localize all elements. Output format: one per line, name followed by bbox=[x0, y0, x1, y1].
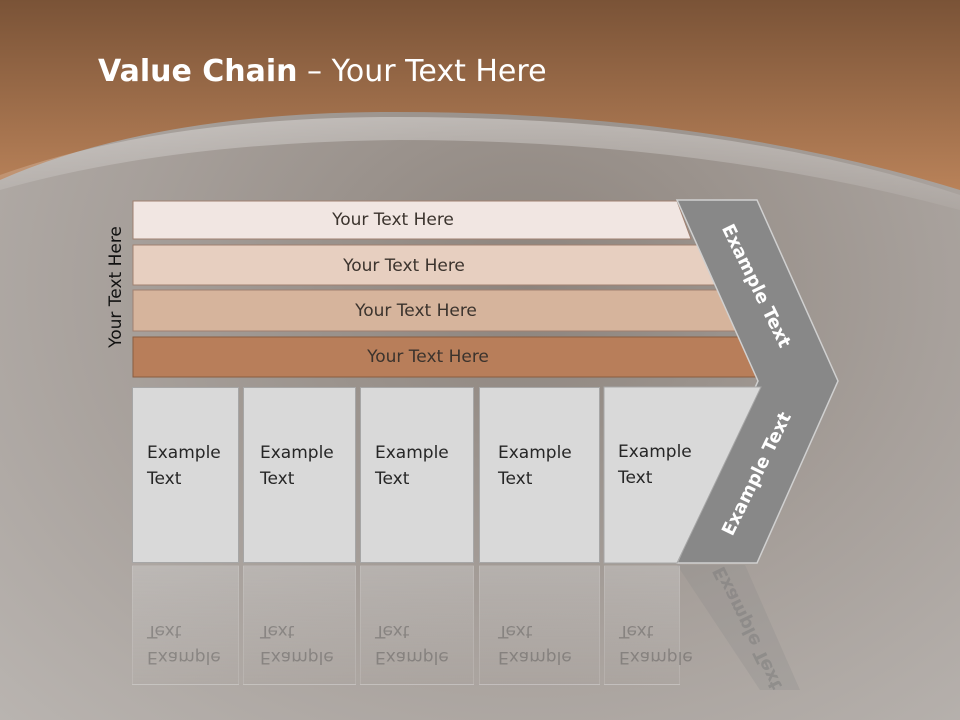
primary-box-1-reflection: Example Text bbox=[132, 565, 239, 685]
primary-box-3-reflection-line1: Example bbox=[375, 647, 449, 667]
support-row-3: Your Text Here bbox=[133, 292, 739, 330]
primary-box-2-reflection: Example Text bbox=[243, 565, 356, 685]
primary-box-2-line2: Text bbox=[260, 469, 295, 489]
primary-box-4-reflection: Example Text bbox=[479, 565, 600, 685]
support-row-1: Your Text Here bbox=[133, 201, 693, 239]
chevron-reflection bbox=[677, 565, 800, 690]
primary-box-3-line1: Example bbox=[375, 443, 449, 463]
primary-box-1-reflection-line1: Example bbox=[147, 647, 221, 667]
support-row-1-label: Your Text Here bbox=[332, 210, 454, 230]
primary-box-3-line2: Text bbox=[375, 469, 410, 489]
primary-box-3-reflection: Example Text bbox=[360, 565, 474, 685]
primary-box-4-reflection-line1: Example bbox=[498, 647, 572, 667]
primary-box-1-line2: Text bbox=[147, 469, 182, 489]
primary-box-4-reflection-line2: Text bbox=[498, 621, 533, 641]
primary-box-2-reflection-line1: Example bbox=[260, 647, 334, 667]
support-row-4-label: Your Text Here bbox=[367, 347, 489, 367]
primary-box-5-line1: Example bbox=[618, 442, 692, 462]
primary-box-5-shape bbox=[603, 386, 762, 564]
support-row-2: Your Text Here bbox=[133, 247, 715, 285]
chevron-arrow bbox=[675, 199, 839, 564]
title-rest: – Your Text Here bbox=[297, 54, 547, 89]
primary-box-1-reflection-line2: Text bbox=[147, 621, 182, 641]
primary-box-1-line1: Example bbox=[147, 443, 221, 463]
primary-box-5-reflection-line1: Example bbox=[619, 647, 693, 667]
primary-box-2-line1: Example bbox=[260, 443, 334, 463]
support-row-3-label: Your Text Here bbox=[355, 301, 477, 321]
support-row-4: Your Text Here bbox=[133, 338, 763, 376]
slide-title: Value Chain – Your Text Here bbox=[98, 54, 547, 89]
title-bold: Value Chain bbox=[98, 54, 298, 89]
primary-box-3-reflection-line2: Text bbox=[375, 621, 410, 641]
primary-box-2-reflection-line2: Text bbox=[260, 621, 295, 641]
primary-box-4-line2: Text bbox=[498, 469, 533, 489]
support-row-2-label: Your Text Here bbox=[343, 256, 465, 276]
primary-box-5-reflection-line2: Text bbox=[619, 621, 654, 641]
primary-box-5-line2: Text bbox=[618, 468, 653, 488]
primary-box-4-line1: Example bbox=[498, 443, 572, 463]
primary-box-5-reflection: Example Text bbox=[604, 565, 693, 685]
support-row-1-shape bbox=[132, 200, 692, 240]
